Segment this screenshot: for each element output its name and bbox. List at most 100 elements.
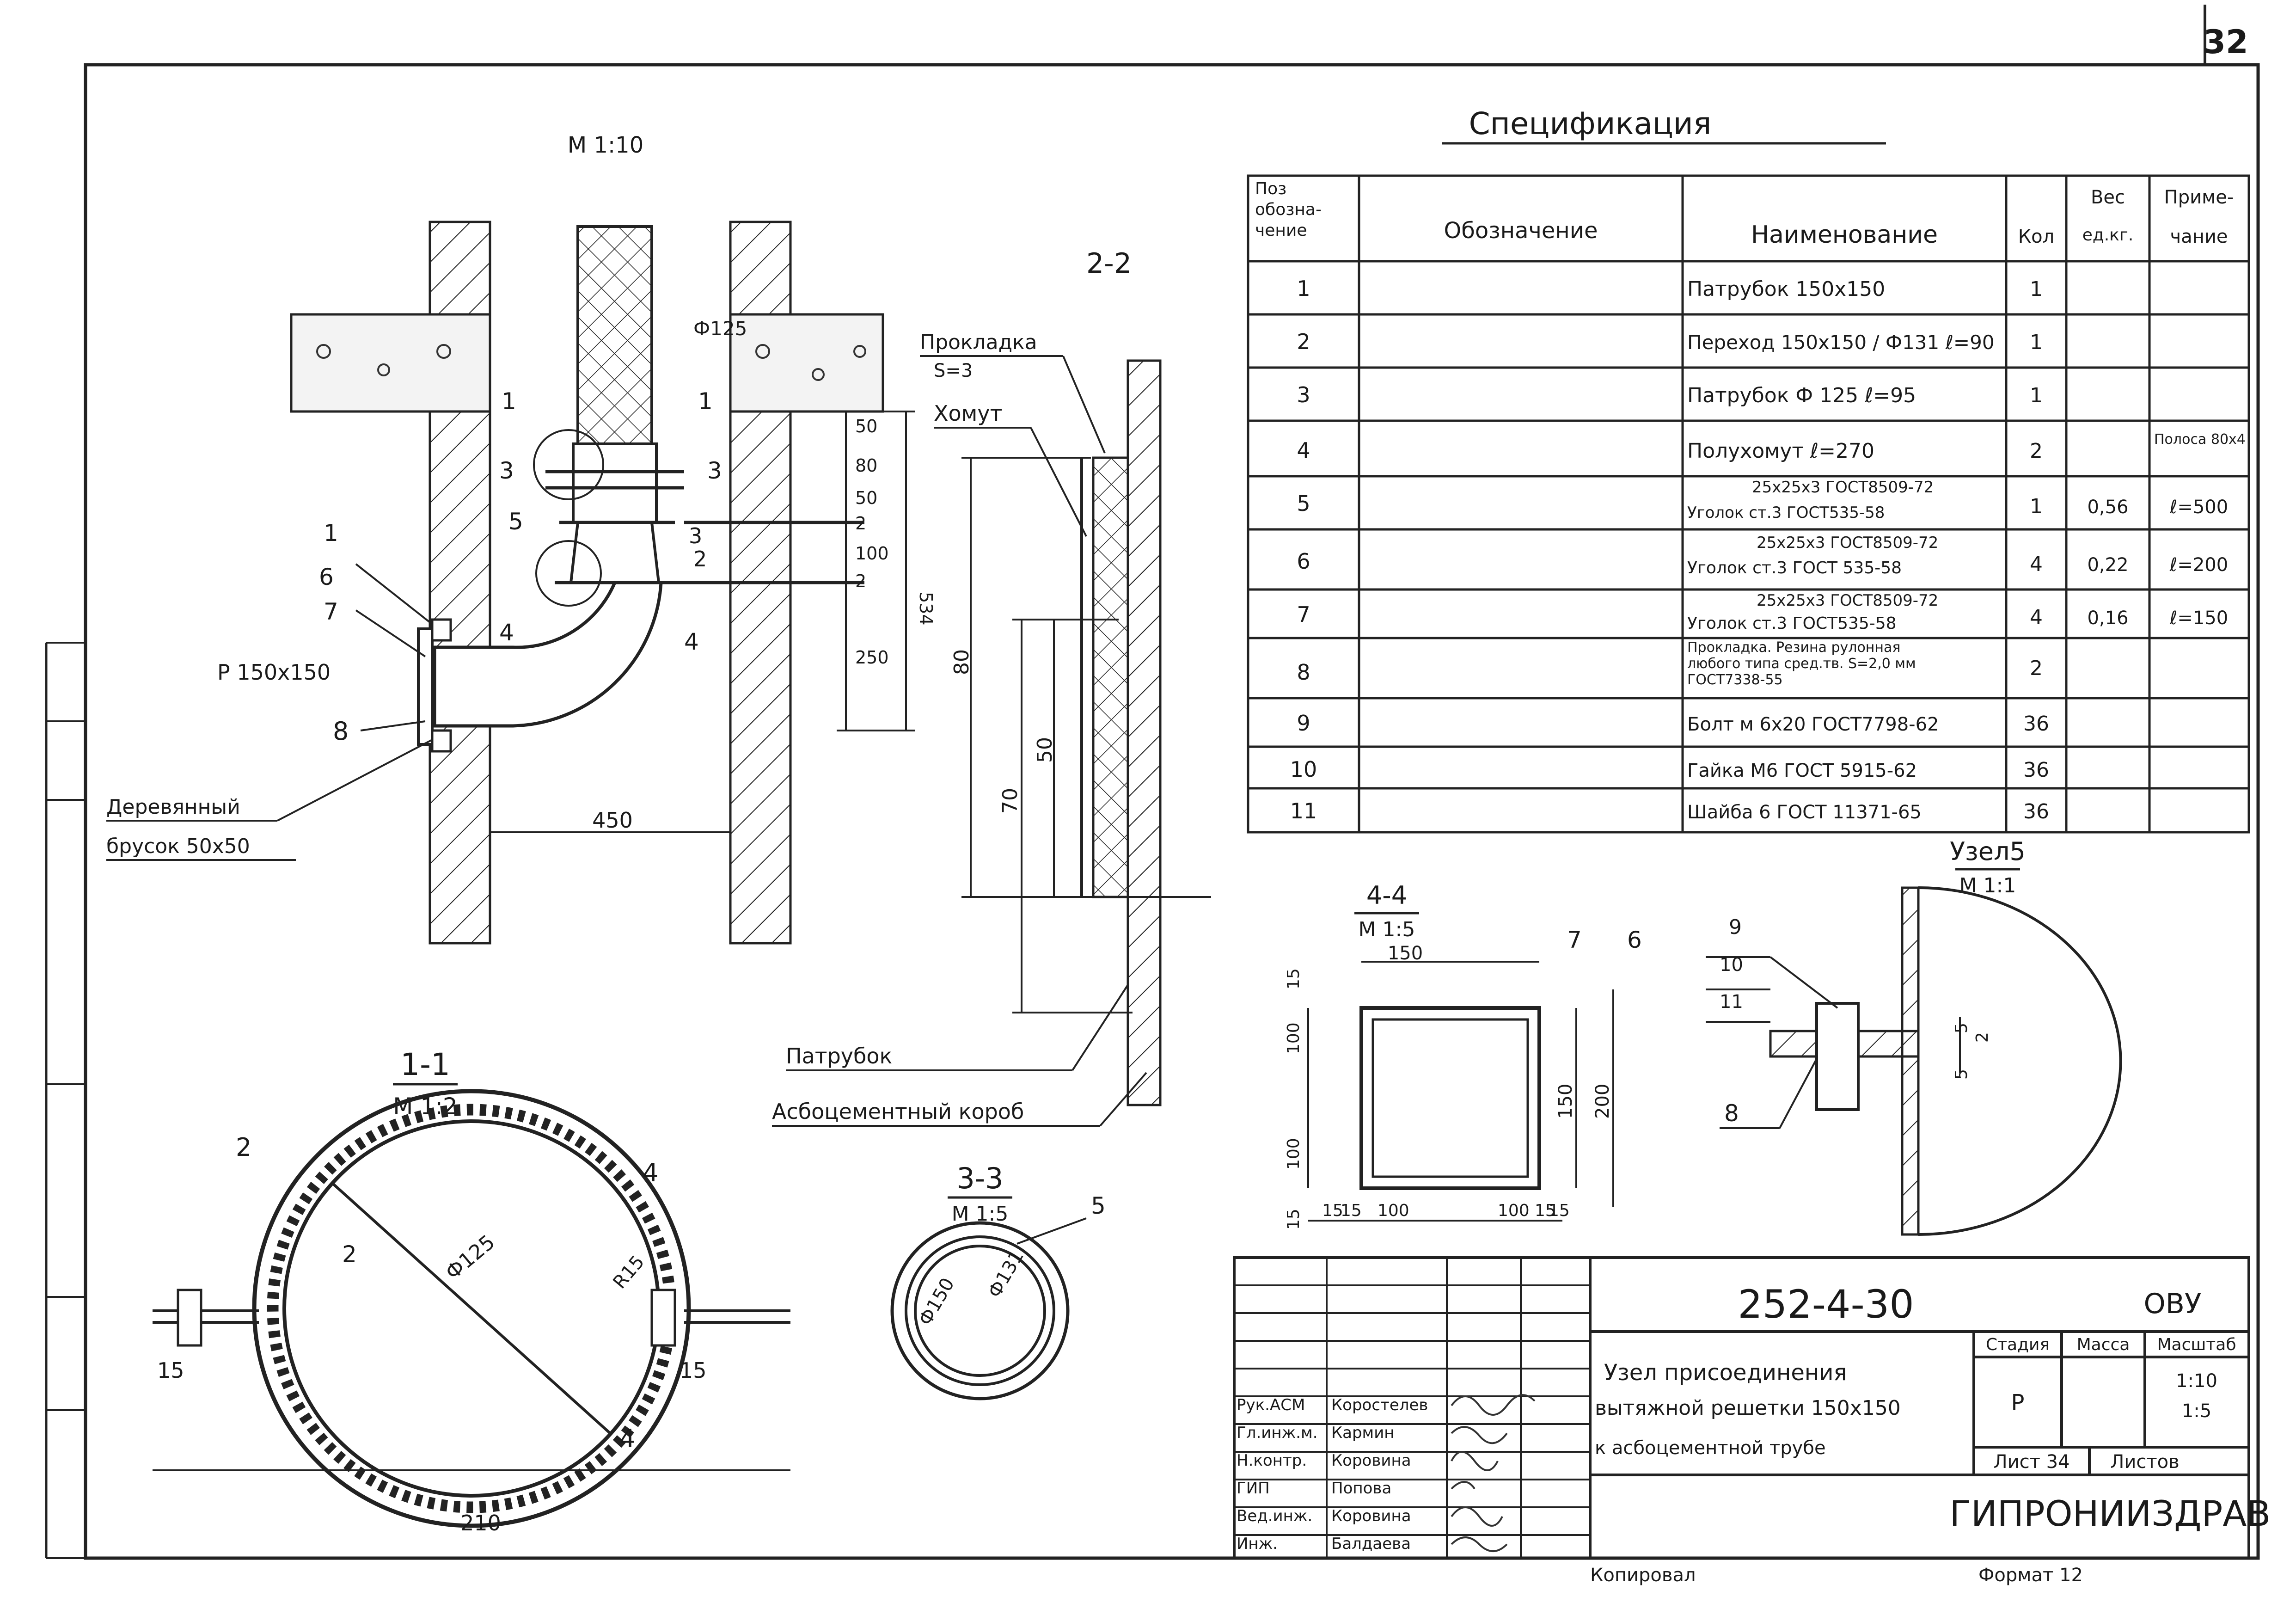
spec-name: Полухомут ℓ=270 xyxy=(1687,439,1874,463)
drawing-desc-1: Узел присоединения xyxy=(1604,1360,1847,1386)
spec-name: Уголок ст.3 ГОСТ535-58 xyxy=(1687,614,1897,633)
spec-pos: 4 xyxy=(1297,438,1310,463)
spec-note: ℓ=200 xyxy=(2169,554,2228,576)
spec-qty: 1 xyxy=(2030,331,2043,354)
grille-size: Р 150х150 xyxy=(217,660,331,685)
sheets-label: Листов xyxy=(2110,1451,2179,1473)
pos-4b: 4 xyxy=(619,1424,635,1453)
label-gasket-s: S=3 xyxy=(934,360,973,381)
role-3: Н.контр. xyxy=(1237,1451,1307,1470)
spec-row-4: 4 Полухомут ℓ=270 2 Полоса 80х4 xyxy=(1297,431,2246,463)
spec-pos: 2 xyxy=(1297,329,1310,354)
hdr-pos-2: обозна- xyxy=(1255,200,1322,219)
hdr-name: Наименование xyxy=(1751,221,1938,249)
dim-44-100d: 100 xyxy=(1498,1201,1530,1220)
section-mark-2a: 2 xyxy=(236,1133,251,1162)
spec-row-2: 2 Переход 150х150 / Ф131 ℓ=90 1 xyxy=(1297,329,2043,354)
dim-50a: 50 xyxy=(855,416,877,436)
wood-label-1: Деревянный xyxy=(106,795,240,819)
section-mark-3b: 3 xyxy=(707,457,722,484)
spec-row-6: 6 25х25х3 ГОСТ8509-72 Уголок ст.3 ГОСТ 5… xyxy=(1297,534,2228,577)
section-3-3: 3-3 М 1:5 5 Ф150 Ф131 xyxy=(890,1161,1106,1400)
dim-534: 534 xyxy=(916,592,936,626)
sheet-format: Формат 12 xyxy=(1978,1565,2083,1586)
spec-pos: 1 xyxy=(1297,276,1310,301)
pos-2: 2 xyxy=(693,547,707,571)
dim-50b: 50 xyxy=(855,488,877,508)
spec-row-11: 11 Шайба 6 ГОСТ 11371-65 36 xyxy=(1290,798,2049,823)
spec-pos: 5 xyxy=(1297,491,1310,516)
hdr-pos-3: чение xyxy=(1255,221,1307,240)
dim-44-15b: 15 xyxy=(1284,1209,1303,1230)
spec-weight: 0,16 xyxy=(2087,608,2128,629)
sheet-frame xyxy=(45,5,2260,1560)
pos-6-s44: 6 xyxy=(1627,927,1642,953)
spec-qty: 1 xyxy=(2030,384,2043,407)
spec-pos: 10 xyxy=(1290,757,1317,782)
spec-title: Спецификация xyxy=(1469,106,1712,141)
spec-qty: 36 xyxy=(2023,758,2049,782)
dim-5b-u5: 5 xyxy=(1952,1069,1971,1080)
hdr-note-1: Приме- xyxy=(2164,187,2234,208)
drawing-desc-3: к асбоцементной трубе xyxy=(1595,1437,1826,1459)
spec-note: ℓ=500 xyxy=(2169,497,2228,518)
copied-by: Копировал xyxy=(1590,1565,1696,1586)
section-33-title: 3-3 xyxy=(956,1161,1003,1195)
section-mark-4a: 4 xyxy=(499,619,514,646)
label-gasket: Прокладка xyxy=(920,331,1037,354)
dim-44-15c: 15 xyxy=(1322,1201,1343,1220)
section-mark-3a: 3 xyxy=(499,457,514,484)
pos-7-s44: 7 xyxy=(1567,927,1582,953)
spec-qty: 1 xyxy=(2030,495,2043,518)
spec-qty: 4 xyxy=(2030,606,2043,629)
slab-left xyxy=(290,313,491,413)
role-6: Инж. xyxy=(1237,1535,1278,1553)
dim-22-80: 80 xyxy=(950,649,974,675)
main-view-scale: М 1:10 xyxy=(568,132,643,158)
spec-weight: 0,22 xyxy=(2087,554,2128,576)
dim-44-15a: 15 xyxy=(1284,968,1303,989)
dim-22-50: 50 xyxy=(1033,737,1057,763)
dim-dia-125: Ф125 xyxy=(693,317,747,340)
pos-3: 3 xyxy=(689,523,702,548)
hdr-note-2: чание xyxy=(2170,226,2228,247)
pos-4a: 4 xyxy=(643,1158,658,1187)
dim-15-left: 15 xyxy=(157,1358,184,1383)
spec-note: Полоса 80х4 xyxy=(2154,431,2246,448)
section-mark-1a: 1 xyxy=(502,388,516,415)
spec-row-10: 10 Гайка М6 ГОСТ 5915-62 36 xyxy=(1290,757,2049,782)
dim-44-150-top: 150 xyxy=(1388,943,1423,964)
dim-210: 210 xyxy=(460,1511,501,1535)
signature-rows: Рук.АСМ Коростелев Гл.инж.м. Кармин Н.ко… xyxy=(1237,1394,1536,1553)
dim-44-200: 200 xyxy=(1592,1084,1613,1119)
scale-value-2: 1:5 xyxy=(2182,1400,2211,1422)
hdr-qty: Кол xyxy=(2018,226,2054,247)
dim-2a: 2 xyxy=(855,513,866,534)
spec-row-9: 9 Болт м 6х20 ГОСТ7798-62 36 xyxy=(1297,711,2049,736)
mass-header: Масса xyxy=(2077,1335,2130,1354)
spec-row-7: 7 25х25х3 ГОСТ8509-72 Уголок ст.3 ГОСТ53… xyxy=(1297,591,2228,633)
handwritten-signatures xyxy=(1451,1394,1536,1552)
name-3: Коровина xyxy=(1331,1451,1411,1470)
name-1: Коростелев xyxy=(1331,1396,1428,1414)
spec-name: ГОСТ7338-55 xyxy=(1687,672,1783,688)
section-1-1: 1-1 М 1:2 2 2 4 4 Ф125 R15 15 15 210 xyxy=(153,1047,790,1535)
section-11-title: 1-1 xyxy=(400,1047,450,1082)
spec-row-1: 1 Патрубок 150х150 1 xyxy=(1297,276,2043,301)
scale-header: Масштаб xyxy=(2157,1335,2236,1354)
organization: ГИПРОНИИЗДРАВ xyxy=(1950,1493,2271,1534)
name-5: Коровина xyxy=(1331,1507,1411,1525)
dim-44-15d: 15 xyxy=(1341,1201,1362,1220)
dim-dia-131: Ф131 xyxy=(984,1247,1028,1302)
spec-note: ℓ=150 xyxy=(2169,608,2228,629)
spec-pos: 11 xyxy=(1290,798,1317,823)
pos-11-u5: 11 xyxy=(1720,991,1743,1013)
grille-flange xyxy=(417,627,434,746)
label-asbestos-box: Асбоцементный короб xyxy=(772,1099,1024,1124)
dim-44-100a: 100 xyxy=(1284,1022,1303,1054)
dim-44-100b: 100 xyxy=(1284,1138,1303,1170)
section-mark-1b: 1 xyxy=(698,388,713,415)
slab-right xyxy=(729,313,884,413)
